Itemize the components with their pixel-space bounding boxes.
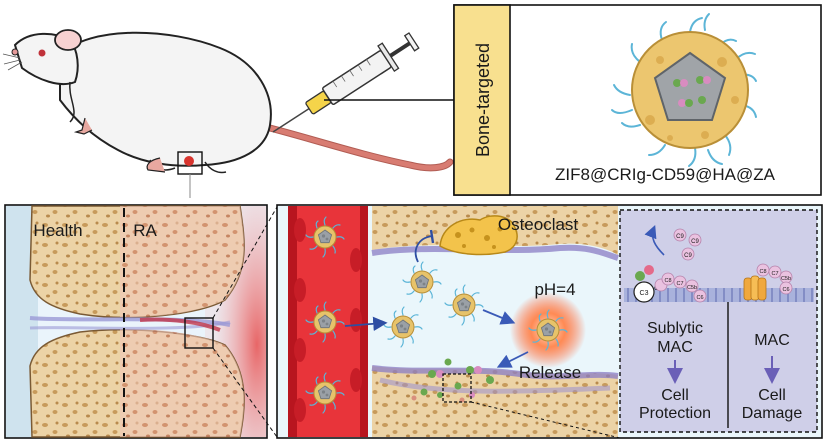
to-acid-arrow [482, 309, 516, 325]
nanoparticle-formula: ZIF8@CRIg-CD59@HA@ZA [555, 165, 776, 184]
mac-label: MAC [754, 332, 790, 349]
joint-panel: Health RA [4, 204, 268, 439]
c7-right-label: C7 [771, 271, 778, 277]
c7-left-label: C7 [676, 281, 683, 287]
c3-particle [633, 281, 655, 303]
mac-inset: C9 C9 C9 C3 C3 C8 C7 C5b C6 [619, 209, 818, 433]
c9-c-label: C9 [684, 253, 692, 259]
zoom-line-top [212, 206, 278, 319]
cell-damage-label-2: Damage [742, 405, 803, 422]
c9-b-label: C9 [691, 239, 699, 245]
c8-left-label: C8 [664, 278, 671, 284]
c8-right-label: C8 [759, 269, 766, 275]
cargo-zoom-box [442, 373, 472, 403]
bone-targeted-label: Bone-targeted [473, 43, 493, 157]
release-label: Release [519, 363, 581, 382]
osteoclast-label: Osteoclast [498, 215, 579, 234]
c5b-left-label: C5b [687, 285, 697, 291]
release-arrow [496, 351, 529, 368]
c6-right-label: C6 [782, 287, 789, 293]
ligand-chains [611, 13, 757, 167]
c3-label: C3 [640, 290, 649, 297]
c6-left-label: C6 [696, 295, 703, 301]
extravasation-arrow [344, 316, 388, 332]
osteoclast-cell [439, 215, 518, 256]
cell-damage-label-1: Cell [758, 387, 786, 404]
health-label: Health [33, 221, 82, 240]
syringe-icon [272, 32, 420, 133]
zoom-line-bottom [212, 347, 278, 438]
cell-protection-label-1: Cell [661, 387, 689, 404]
joint-zoom-box [184, 317, 214, 349]
ph-label: pH=4 [534, 280, 575, 299]
zif8-core [653, 51, 727, 121]
rat-illustration [2, 29, 454, 174]
mechanism-panel: Osteoclast pH=4 Release [276, 204, 823, 439]
nanoparticle-panel: Bone-targeted ZIF8@CRIg-CD59@HA@ZA [453, 4, 822, 196]
crig-cd59-proteins [673, 76, 711, 107]
cell-membrane [624, 288, 814, 302]
c9-a-label: C9 [676, 234, 684, 240]
mac-zoom-line [470, 401, 621, 439]
c9-release-arrow [644, 225, 665, 256]
released-cargo [411, 358, 494, 403]
cell-protection-label-2: Protection [639, 405, 711, 422]
osteoclast-inhibition-bar [429, 229, 435, 244]
sublytic-mac-label: MAC [657, 339, 693, 356]
c5b-right-label: C5b [781, 276, 791, 282]
ra-label: RA [133, 221, 157, 240]
mac-pore [743, 275, 767, 301]
sublytic-label: Sublytic [647, 320, 703, 337]
